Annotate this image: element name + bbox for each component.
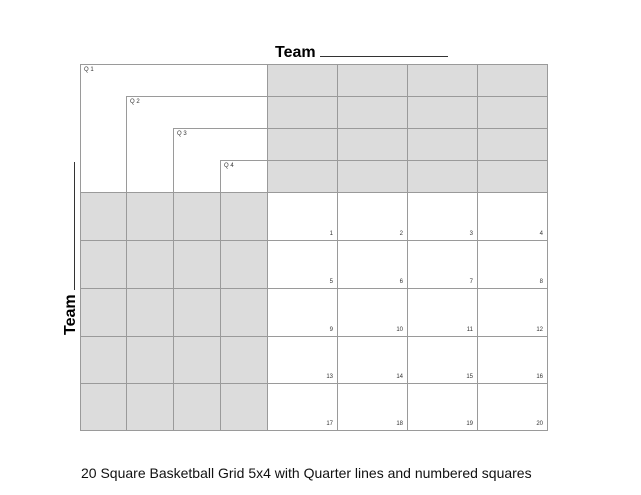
square-number: 6 bbox=[399, 279, 403, 285]
top-score-cell[interactable] bbox=[267, 160, 338, 193]
square-number: 2 bbox=[399, 231, 403, 237]
top-score-cell[interactable] bbox=[267, 64, 338, 97]
left-score-cell[interactable] bbox=[173, 336, 221, 384]
square-2[interactable]: 2 bbox=[337, 192, 408, 241]
square-11[interactable]: 11 bbox=[407, 288, 478, 337]
square-number: 8 bbox=[539, 279, 543, 285]
top-score-cell[interactable] bbox=[407, 96, 478, 129]
left-score-cell[interactable] bbox=[173, 192, 221, 241]
square-number: 5 bbox=[329, 279, 333, 285]
left-score-cell[interactable] bbox=[126, 288, 174, 337]
top-score-cell[interactable] bbox=[407, 160, 478, 193]
left-team-name-blank[interactable] bbox=[60, 162, 75, 291]
left-score-cell[interactable] bbox=[126, 383, 174, 431]
left-score-cell[interactable] bbox=[220, 192, 268, 241]
square-number: 1 bbox=[329, 231, 333, 237]
left-score-cell[interactable] bbox=[80, 240, 127, 289]
square-number: 12 bbox=[536, 327, 543, 333]
square-18[interactable]: 18 bbox=[337, 383, 408, 431]
top-score-cell[interactable] bbox=[267, 96, 338, 129]
left-team-label: Team bbox=[62, 294, 79, 335]
square-number: 3 bbox=[469, 231, 473, 237]
square-number: 4 bbox=[539, 231, 543, 237]
square-10[interactable]: 10 bbox=[337, 288, 408, 337]
square-9[interactable]: 9 bbox=[267, 288, 338, 337]
square-number: 11 bbox=[466, 327, 473, 333]
top-score-cell[interactable] bbox=[477, 160, 548, 193]
left-score-cell[interactable] bbox=[173, 240, 221, 289]
square-15[interactable]: 15 bbox=[407, 336, 478, 384]
grid-caption: 20 Square Basketball Grid 5x4 with Quart… bbox=[81, 465, 532, 481]
top-score-cell[interactable] bbox=[407, 128, 478, 161]
square-13[interactable]: 13 bbox=[267, 336, 338, 384]
square-3[interactable]: 3 bbox=[407, 192, 478, 241]
left-score-cell[interactable] bbox=[80, 192, 127, 241]
quarter-1-label: Q 1 bbox=[84, 67, 94, 73]
square-16[interactable]: 16 bbox=[477, 336, 548, 384]
top-team-name-blank[interactable] bbox=[319, 42, 448, 57]
square-number: 20 bbox=[536, 421, 543, 427]
square-19[interactable]: 19 bbox=[407, 383, 478, 431]
square-7[interactable]: 7 bbox=[407, 240, 478, 289]
square-number: 19 bbox=[466, 421, 473, 427]
top-score-cell[interactable] bbox=[477, 64, 548, 97]
square-12[interactable]: 12 bbox=[477, 288, 548, 337]
top-team-title: Team bbox=[275, 42, 448, 62]
left-score-cell[interactable] bbox=[126, 240, 174, 289]
square-number: 9 bbox=[329, 327, 333, 333]
left-score-cell[interactable] bbox=[220, 240, 268, 289]
square-number: 15 bbox=[466, 374, 473, 380]
left-team-title: Team bbox=[60, 162, 80, 335]
square-number: 13 bbox=[326, 374, 333, 380]
quarter-2-box: Q 2 bbox=[126, 96, 267, 192]
square-number: 18 bbox=[396, 421, 403, 427]
quarter-3-box: Q 3 bbox=[173, 128, 267, 192]
square-4[interactable]: 4 bbox=[477, 192, 548, 241]
square-1[interactable]: 1 bbox=[267, 192, 338, 241]
square-number: 16 bbox=[536, 374, 543, 380]
square-number: 17 bbox=[326, 421, 333, 427]
top-score-cell[interactable] bbox=[267, 128, 338, 161]
square-number: 10 bbox=[396, 327, 403, 333]
square-14[interactable]: 14 bbox=[337, 336, 408, 384]
top-score-cell[interactable] bbox=[337, 64, 408, 97]
left-score-cell[interactable] bbox=[220, 288, 268, 337]
square-20[interactable]: 20 bbox=[477, 383, 548, 431]
top-score-cell[interactable] bbox=[407, 64, 478, 97]
square-8[interactable]: 8 bbox=[477, 240, 548, 289]
left-score-cell[interactable] bbox=[220, 336, 268, 384]
top-team-label: Team bbox=[275, 44, 316, 61]
left-score-cell[interactable] bbox=[126, 336, 174, 384]
square-17[interactable]: 17 bbox=[267, 383, 338, 431]
left-score-cell[interactable] bbox=[126, 192, 174, 241]
square-number: 14 bbox=[396, 374, 403, 380]
left-score-cell[interactable] bbox=[173, 288, 221, 337]
square-6[interactable]: 6 bbox=[337, 240, 408, 289]
left-score-cell[interactable] bbox=[80, 336, 127, 384]
top-score-cell[interactable] bbox=[337, 160, 408, 193]
top-score-cell[interactable] bbox=[477, 128, 548, 161]
quarter-3-label: Q 3 bbox=[177, 131, 187, 137]
square-5[interactable]: 5 bbox=[267, 240, 338, 289]
left-score-cell[interactable] bbox=[80, 288, 127, 337]
top-score-cell[interactable] bbox=[477, 96, 548, 129]
top-score-cell[interactable] bbox=[337, 128, 408, 161]
basketball-squares-grid: Q 1 Q 2 Q 3 Q 4 1 2 3 4 5 6 7 8 9 10 11 … bbox=[80, 64, 548, 431]
top-score-cell[interactable] bbox=[337, 96, 408, 129]
left-score-cell[interactable] bbox=[173, 383, 221, 431]
left-score-cell[interactable] bbox=[80, 383, 127, 431]
square-number: 7 bbox=[469, 279, 473, 285]
quarter-4-label: Q 4 bbox=[224, 163, 234, 169]
quarter-4-box: Q 4 bbox=[220, 160, 267, 192]
quarter-2-label: Q 2 bbox=[130, 99, 140, 105]
left-score-cell[interactable] bbox=[220, 383, 268, 431]
